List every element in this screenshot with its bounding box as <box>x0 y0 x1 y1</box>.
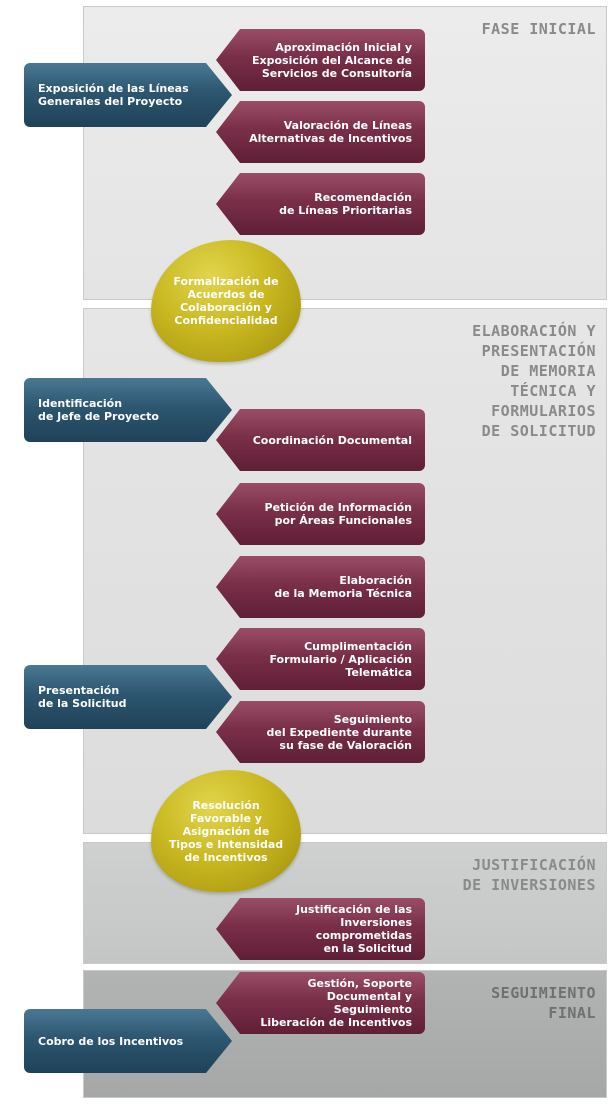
blue-step: Presentación de la Solicitud <box>24 665 232 729</box>
maroon-step: Recomendación de Líneas Prioritarias <box>216 173 425 235</box>
blue-step: Exposición de las Líneas Generales del P… <box>24 63 232 127</box>
gold-milestone: Resolución Favorable y Asignación de Tip… <box>151 770 301 892</box>
phase-title: ELABORACIÓN Y PRESENTACIÓN DE MEMORIA TÉ… <box>472 322 596 440</box>
phase-title: FASE INICIAL <box>481 20 596 38</box>
maroon-step: Justificación de las Inversiones comprom… <box>216 898 425 960</box>
maroon-step: Valoración de Líneas Alternativas de Inc… <box>216 101 425 163</box>
phase-title: JUSTIFICACIÓN DE INVERSIONES <box>462 856 596 894</box>
phase-title: SEGUIMIENTO FINAL <box>491 984 596 1022</box>
maroon-step: Cumplimentación Formulario / Aplicación … <box>216 628 425 690</box>
maroon-step: Elaboración de la Memoria Técnica <box>216 556 425 618</box>
gold-milestone: Formalización de Acuerdos de Colaboració… <box>151 240 301 362</box>
maroon-step: Coordinación Documental <box>216 409 425 471</box>
maroon-step: Gestión, Soporte Documental y Seguimient… <box>216 972 425 1034</box>
maroon-step: Seguimiento del Expediente durante su fa… <box>216 701 425 763</box>
blue-step: Cobro de los Incentivos <box>24 1009 232 1073</box>
maroon-step: Petición de Información por Áreas Funcio… <box>216 483 425 545</box>
maroon-step: Aproximación Inicial y Exposición del Al… <box>216 29 425 91</box>
blue-step: Identificación de Jefe de Proyecto <box>24 378 232 442</box>
